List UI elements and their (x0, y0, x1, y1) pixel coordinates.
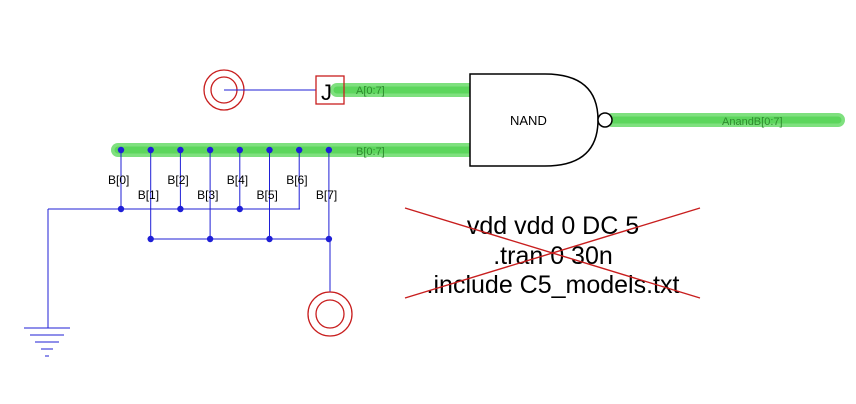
bus-b-label: B[0:7] (356, 146, 385, 158)
bus-a-label: A[0:7] (356, 85, 385, 97)
bit-label-2: B[2] (167, 173, 188, 187)
bit-label-3: B[3] (197, 188, 218, 202)
rail-junction-1 (147, 235, 154, 243)
bit-label-7: B[7] (316, 188, 337, 202)
bit-label-5: B[5] (257, 188, 278, 202)
bit-label-6: B[6] (286, 173, 307, 187)
cross-out-line-2 (404, 207, 701, 299)
bus-junction-3 (206, 146, 214, 154)
rail-junction-2 (177, 205, 184, 213)
bus-junction-7 (325, 146, 333, 154)
bus-junction-4 (236, 146, 243, 154)
rail-junction-5 (266, 235, 273, 243)
spice-line-vdd: vdd vdd 0 DC 5 (467, 212, 639, 240)
vdd-source-symbol[interactable] (307, 291, 353, 337)
spice-directive-block[interactable]: vdd vdd 0 DC 5 .tran 0 30n .include C5_m… (404, 207, 701, 299)
bit-label-0: B[0] (108, 173, 129, 187)
junction-dots (117, 146, 333, 243)
bus-junction-5 (266, 146, 273, 154)
rail-junction-4 (236, 205, 243, 213)
rail-junction-3 (206, 235, 214, 243)
bit-tap-wires (120, 150, 330, 239)
input-pin[interactable] (315, 75, 345, 105)
bus-junction-0 (117, 146, 125, 154)
rail-junction-7 (325, 235, 333, 243)
ground-symbol[interactable] (24, 327, 70, 357)
spice-line-include: .include C5_models.txt (427, 271, 680, 299)
bus-junction-6 (296, 146, 303, 154)
bit-labels: B[0] B[1] B[2] B[3] B[4] B[5] B[6] B[7] (108, 173, 337, 202)
bit-label-4: B[4] (227, 173, 248, 187)
bus-junction-2 (177, 146, 184, 154)
rail-junction-0 (117, 205, 125, 213)
nand-gate-label: NAND (510, 113, 547, 128)
bit-label-1: B[1] (138, 188, 159, 202)
nand-inversion-bubble (597, 112, 613, 128)
bus-out-label: AnandB[0:7] (722, 116, 783, 128)
nand-gate[interactable] (469, 73, 613, 167)
bus-junction-1 (147, 146, 154, 154)
input-pin-label: J (321, 80, 332, 105)
